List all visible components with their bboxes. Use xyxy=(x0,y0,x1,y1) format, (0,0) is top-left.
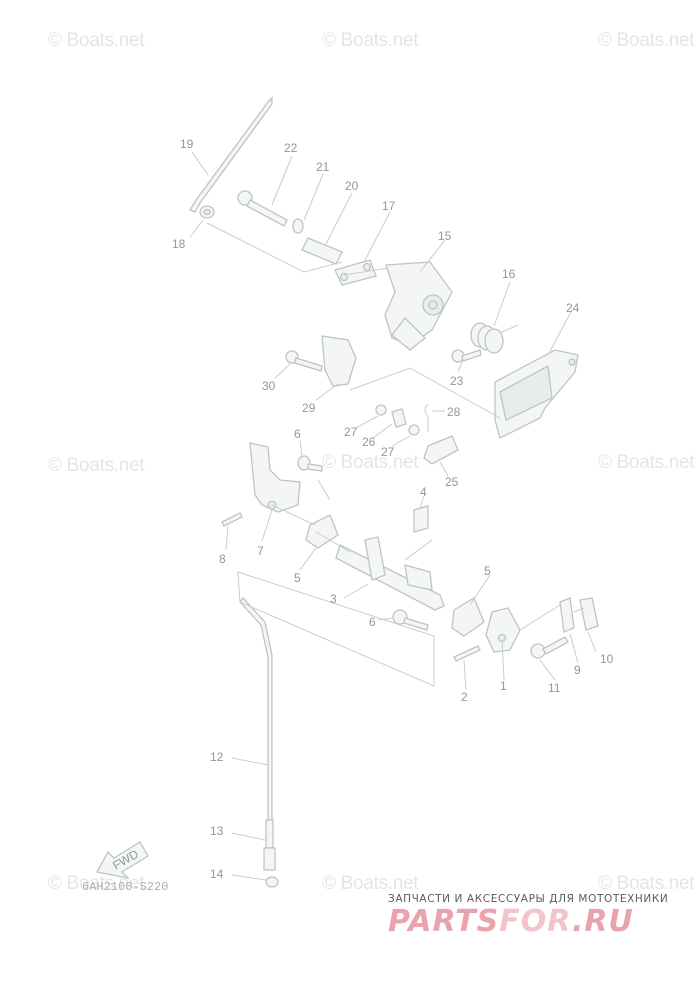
part-13-adjuster xyxy=(263,819,276,871)
part-2-pin xyxy=(453,645,481,662)
diagram-code: 6AH2100-S220 xyxy=(82,880,169,894)
callout-5: 5 xyxy=(484,564,491,578)
part-7-lever-arm xyxy=(249,442,301,513)
part-9-plate xyxy=(559,597,575,633)
part-24-bracket xyxy=(494,349,579,439)
part-20-collar xyxy=(301,237,343,265)
part-19-rod xyxy=(189,96,273,213)
callout-8: 8 xyxy=(219,552,226,566)
callout-15: 15 xyxy=(438,229,452,243)
callout-5: 5 xyxy=(294,571,301,585)
part-6-bolt xyxy=(392,609,429,631)
watermark: © Boats.net xyxy=(598,452,695,473)
fwd-arrow-icon xyxy=(96,841,149,880)
watermark: © Boats.net xyxy=(322,873,419,894)
part-17-link xyxy=(334,259,377,286)
callout-2: 2 xyxy=(461,690,468,704)
part-25-block xyxy=(423,435,459,465)
callout-25: 25 xyxy=(445,475,459,489)
callout-26: 26 xyxy=(362,435,376,449)
callout-11: 11 xyxy=(548,681,561,695)
part-30-bolt xyxy=(285,350,323,372)
callout-12: 12 xyxy=(210,750,224,764)
callout-13: 13 xyxy=(210,824,224,838)
callout-17: 17 xyxy=(382,199,396,213)
callout-28: 28 xyxy=(447,405,461,419)
callout-9: 9 xyxy=(574,663,581,677)
watermark: © Boats.net xyxy=(48,30,145,51)
part-18-clip xyxy=(199,205,215,219)
watermark: © Boats.net xyxy=(48,455,145,476)
callout-23: 23 xyxy=(450,374,464,388)
part-22-bolt xyxy=(237,190,288,227)
part-16-spring xyxy=(470,322,519,354)
part-23-bolt xyxy=(451,349,482,363)
watermark: © Boats.net xyxy=(322,30,419,51)
part-27-washer xyxy=(408,424,420,436)
callout-29: 29 xyxy=(302,401,316,415)
callout-16: 16 xyxy=(502,267,516,281)
part-10-plate xyxy=(579,597,599,631)
brand-logo-end: .RU xyxy=(571,904,634,939)
callout-27: 27 xyxy=(381,445,395,459)
callout-27: 27 xyxy=(344,425,358,439)
callout-24: 24 xyxy=(566,301,580,315)
brand-logo-main: PARTS xyxy=(388,904,500,939)
part-15-lever xyxy=(384,261,453,351)
callout-21: 21 xyxy=(316,160,330,174)
part-12-rod xyxy=(239,596,273,821)
leader-lines xyxy=(189,151,597,881)
callout-18: 18 xyxy=(172,237,186,251)
brand-logo[interactable]: PARTSFOR.RU xyxy=(388,905,634,939)
part-5-collar xyxy=(305,514,339,549)
part-29-plate xyxy=(321,335,357,387)
callout-labels: 19 18 22 21 20 17 15 16 24 23 30 29 28 2… xyxy=(172,137,614,881)
brand-tagline: ЗАПЧАСТИ И АКСЕССУАРЫ ДЛЯ МОТОТЕХНИКИ xyxy=(388,893,669,905)
part-1-bracket xyxy=(485,607,521,653)
callout-22: 22 xyxy=(284,141,298,155)
part-5-collar xyxy=(451,597,485,637)
callout-19: 19 xyxy=(180,137,194,151)
watermark: © Boats.net xyxy=(48,873,145,894)
part-8-pin xyxy=(221,512,243,527)
brand-logo-mid: FOR xyxy=(499,904,572,939)
part-27-washer xyxy=(375,404,387,416)
part-14-nut xyxy=(265,876,279,888)
part-21-washer xyxy=(292,218,304,234)
callout-1: 1 xyxy=(500,679,507,693)
callout-6: 6 xyxy=(369,615,376,629)
part-26-collar xyxy=(391,408,407,428)
watermark: © Boats.net xyxy=(598,30,695,51)
callout-6: 6 xyxy=(294,427,301,441)
watermark: © Boats.net xyxy=(598,873,695,894)
watermark: © Boats.net xyxy=(322,452,419,473)
callout-20: 20 xyxy=(345,179,359,193)
callout-14: 14 xyxy=(210,867,224,881)
connection-lines xyxy=(206,222,585,687)
callout-3: 3 xyxy=(330,592,337,606)
callout-10: 10 xyxy=(600,652,614,666)
part-11-bolt xyxy=(530,636,569,659)
callout-4: 4 xyxy=(420,485,427,499)
part-28-pin xyxy=(424,403,429,432)
part-4-clip xyxy=(413,505,429,533)
part-6-bolt xyxy=(297,455,323,472)
callout-7: 7 xyxy=(257,544,264,558)
part-3-shaft xyxy=(335,536,445,611)
callout-30: 30 xyxy=(262,379,276,393)
